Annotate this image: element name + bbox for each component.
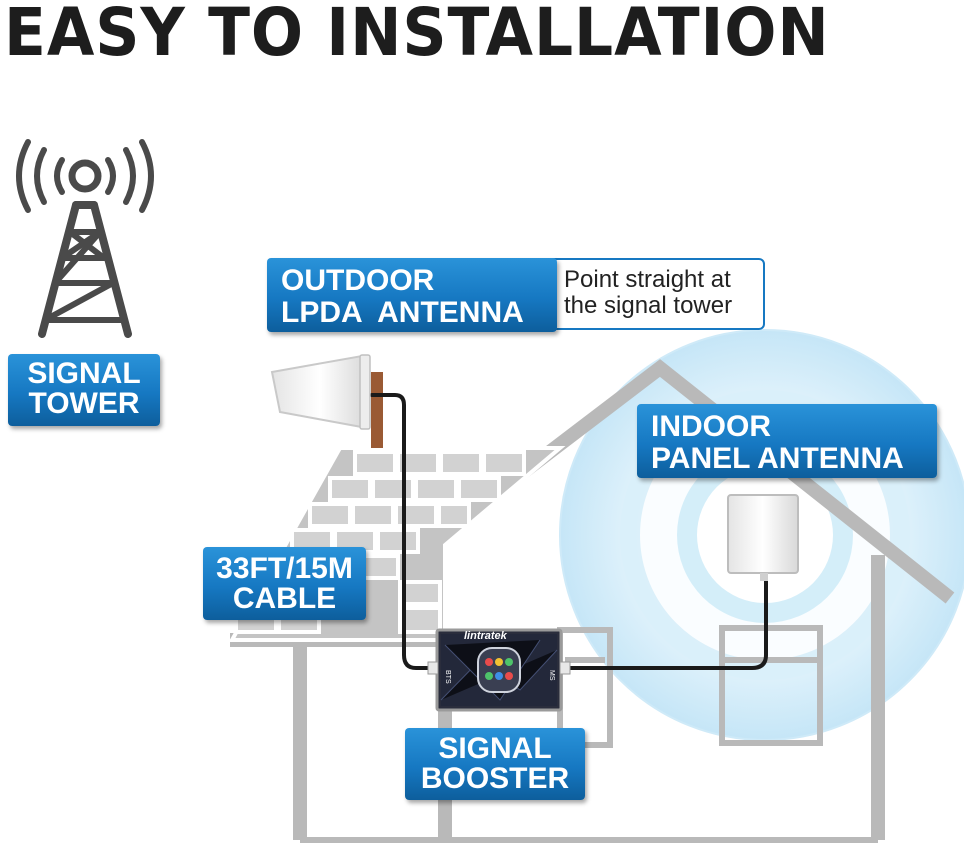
outdoor-lpda-antenna bbox=[270, 354, 371, 430]
booster-port-ms: MS bbox=[548, 670, 555, 681]
cable-label: 33FT/15M CABLE bbox=[203, 547, 366, 620]
booster-brand-logo: lintratek bbox=[464, 630, 507, 642]
indoor-antenna-label: INDOOR PANEL ANTENNA bbox=[637, 404, 937, 478]
coax-cable bbox=[370, 393, 768, 670]
booster-port-bts: BTS bbox=[444, 670, 451, 684]
signal-tower-label: SIGNAL TOWER bbox=[8, 354, 160, 426]
indoor-panel-antenna bbox=[727, 494, 799, 581]
page-title: EASY TO INSTALLATION bbox=[4, 0, 830, 71]
outdoor-antenna-note: Point straight at the signal tower bbox=[540, 258, 765, 330]
signal-booster-device: BTS MS bbox=[427, 628, 571, 712]
signal-booster-label: SIGNAL BOOSTER bbox=[405, 728, 585, 800]
antenna-mast bbox=[371, 372, 383, 448]
signal-tower-icon bbox=[16, 139, 154, 338]
outdoor-antenna-label: OUTDOOR LPDA ANTENNA bbox=[267, 258, 557, 332]
